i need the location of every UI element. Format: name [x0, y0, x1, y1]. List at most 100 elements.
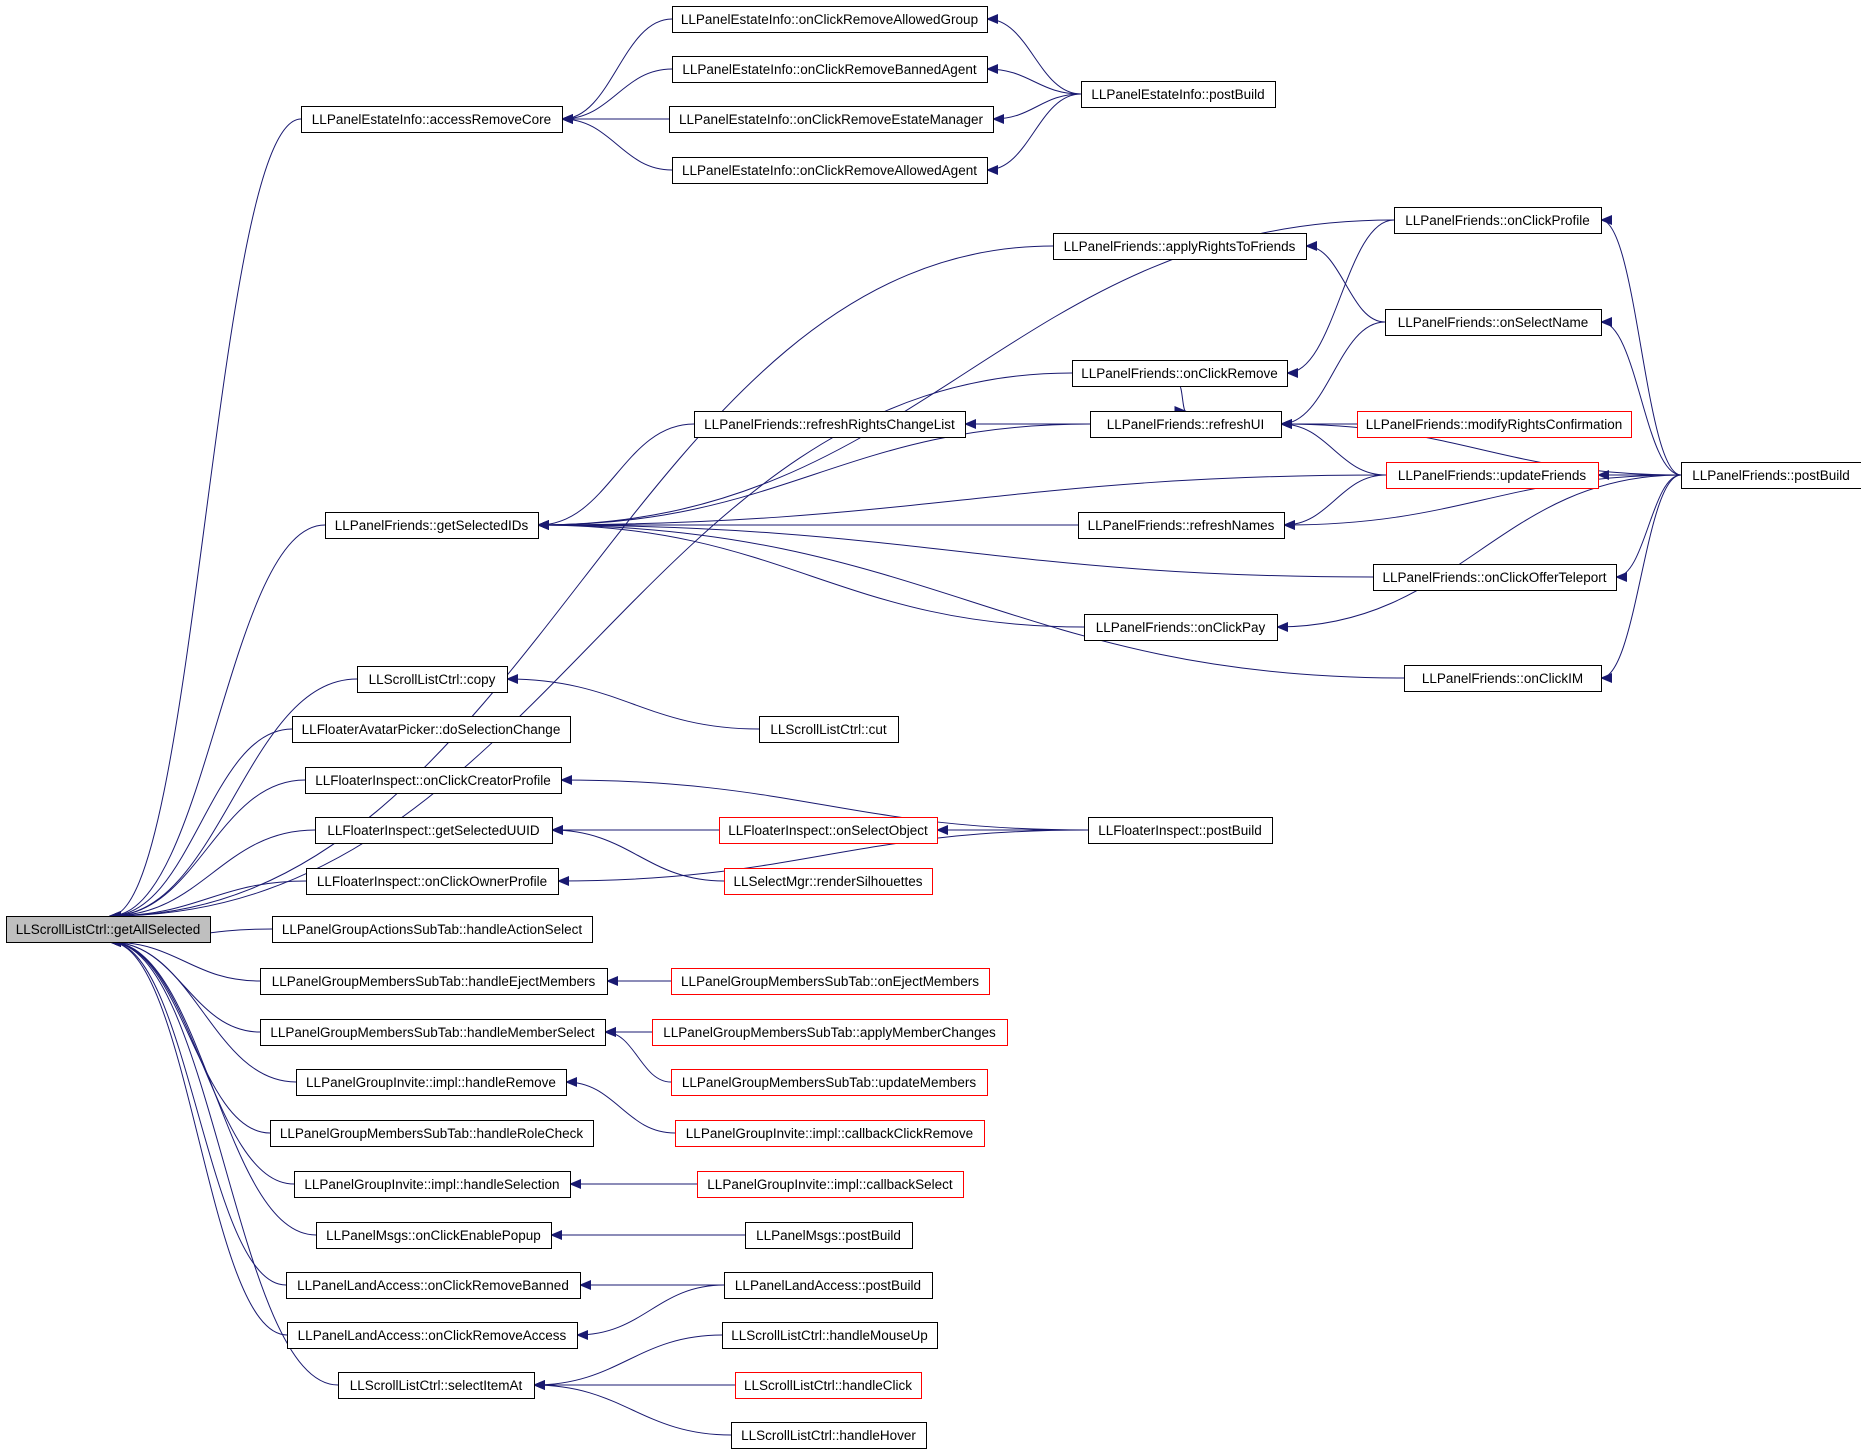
edge-n9-to-n12: [1280, 321, 1386, 429]
edge-n20-to-n16: [537, 520, 1405, 679]
node-llpanelfriends-updatefriends[interactable]: LLPanelFriends::updateFriends: [1386, 462, 1599, 489]
node-box: [1084, 614, 1278, 641]
node-label: LLPanelFriends::getSelectedIDs: [335, 518, 529, 533]
node-llpanelfriends-onclickim[interactable]: LLPanelFriends::onClickIM: [1404, 665, 1602, 692]
node-box: [325, 512, 539, 539]
node-llscrolllistctrl-handleclick[interactable]: LLScrollListCtrl::handleClick: [735, 1372, 922, 1399]
node-llpanelfriends-onselectname[interactable]: LLPanelFriends::onSelectName: [1385, 309, 1602, 336]
node-llscrolllistctrl-selectitemat[interactable]: LLScrollListCtrl::selectItemAt: [338, 1372, 535, 1399]
node-llpanelfriends-onclickofferteleport[interactable]: LLPanelFriends::onClickOfferTeleport: [1373, 564, 1617, 591]
node-llpanelfriends-refreshnames[interactable]: LLPanelFriends::refreshNames: [1078, 512, 1285, 539]
edge-n6-to-n3: [986, 64, 1082, 95]
edge-n19-to-n16: [537, 520, 1085, 628]
nodes-layer: LLScrollListCtrl::getAllSelected LLPanelE…: [6, 6, 1861, 1449]
node-llscrolllistctrl-copy[interactable]: LLScrollListCtrl::copy: [357, 666, 508, 693]
node-llscrolllistctrl-handlehover[interactable]: LLScrollListCtrl::handleHover: [731, 1422, 927, 1449]
node-label: LLPanelGroupMembersSubTab::handleEjectMe…: [272, 974, 596, 989]
node-llpanelfriends-refreshui[interactable]: LLPanelFriends::refreshUI: [1090, 411, 1282, 438]
node-label: LLPanelGroupInvite::impl::handleSelectio…: [304, 1177, 559, 1192]
node-llpanelfriends-getselectedids[interactable]: LLPanelFriends::getSelectedIDs: [325, 512, 539, 539]
node-llpanelfriends-applyrightstofriends[interactable]: LLPanelFriends::applyRightsToFriends: [1053, 233, 1307, 260]
edge-n15-to-n12: [1280, 419, 1682, 476]
node-label: LLPanelLandAccess::postBuild: [735, 1278, 921, 1293]
edge-n23-to-root: [109, 728, 293, 921]
node-llpanelgroupinvite-impl-handleselection[interactable]: LLPanelGroupInvite::impl::handleSelectio…: [294, 1171, 571, 1198]
node-llfloaterinspect-postbuild[interactable]: LLFloaterInspect::postBuild: [1088, 817, 1273, 844]
node-label: LLPanelFriends::onClickRemove: [1081, 366, 1278, 381]
edge-n47-to-root: [109, 937, 339, 1386]
node-llpanelgroupmemberssubtab-handleejectmembers[interactable]: LLPanelGroupMembersSubTab::handleEjectMe…: [260, 968, 608, 995]
node-llpanelgroupinvite-impl-handleremove[interactable]: LLPanelGroupInvite::impl::handleRemove: [296, 1069, 567, 1096]
edge-n25-to-root: [109, 829, 316, 921]
node-box: [1386, 462, 1599, 489]
node-label: LLPanelLandAccess::onClickRemoveBanned: [297, 1278, 569, 1293]
node-llpanelgroupinvite-impl-callbackclickremove[interactable]: LLPanelGroupInvite::impl::callbackClickR…: [675, 1120, 985, 1147]
node-llpanelestateinfo-onclickremoveallowedgroup[interactable]: LLPanelEstateInfo::onClickRemoveAllowedG…: [672, 6, 988, 33]
node-llfloaterinspect-onclickownerprofile[interactable]: LLFloaterInspect::onClickOwnerProfile: [306, 868, 559, 895]
node-label: LLFloaterInspect::onClickCreatorProfile: [315, 773, 551, 788]
node-llpanelfriends-onclickprofile[interactable]: LLPanelFriends::onClickProfile: [1394, 207, 1602, 234]
node-llpanelgroupinvite-impl-callbackselect[interactable]: LLPanelGroupInvite::impl::callbackSelect: [697, 1171, 964, 1198]
node-llscrolllistctrl-getallselected[interactable]: LLScrollListCtrl::getAllSelected: [6, 916, 211, 943]
edge-n6-to-n5: [986, 93, 1082, 175]
node-llpanelestateinfo-postbuild[interactable]: LLPanelEstateInfo::postBuild: [1081, 81, 1276, 108]
node-llpanelestateinfo-onclickremovebannedagent[interactable]: LLPanelEstateInfo::onClickRemoveBannedAg…: [672, 56, 988, 83]
node-box: [1090, 411, 1282, 438]
node-box: [338, 1372, 535, 1399]
node-llpanelestateinfo-accessremovecore[interactable]: LLPanelEstateInfo::accessRemoveCore: [301, 106, 563, 133]
node-llscrolllistctrl-cut[interactable]: LLScrollListCtrl::cut: [759, 716, 899, 743]
node-label: LLPanelGroupInvite::impl::callbackSelect: [707, 1177, 953, 1192]
node-box: [260, 1019, 606, 1046]
node-label: LLScrollListCtrl::getAllSelected: [16, 922, 201, 937]
node-llpanelfriends-refreshrightschangelist[interactable]: LLPanelFriends::refreshRightsChangeList: [694, 411, 966, 438]
edge-n16-to-root: [109, 524, 326, 921]
node-llfloaterinspect-onselectobject[interactable]: LLFloaterInspect::onSelectObject: [719, 817, 938, 844]
edge-n14-to-n17: [1283, 474, 1387, 530]
node-box: [672, 157, 988, 184]
edge-n29-to-root: [109, 880, 307, 921]
node-label: LLPanelFriends::postBuild: [1692, 468, 1850, 483]
edge-n36-to-n33: [604, 1027, 672, 1083]
node-llpanelestateinfo-onclickremoveestatemanager[interactable]: LLPanelEstateInfo::onClickRemoveEstateMa…: [669, 106, 994, 133]
edge-n6-to-n2: [986, 14, 1082, 95]
node-llpanellandaccess-onclickremovebanned[interactable]: LLPanelLandAccess::onClickRemoveBanned: [286, 1272, 581, 1299]
node-box: [722, 1322, 938, 1349]
node-label: LLPanelGroupActionsSubTab::handleActionS…: [282, 922, 582, 937]
node-llfloaterinspect-getselecteduuid[interactable]: LLFloaterInspect::getSelectedUUID: [315, 817, 553, 844]
node-box: [724, 1272, 933, 1299]
node-box: [1357, 411, 1632, 438]
edge-n18-to-n16: [537, 520, 1374, 578]
node-llpanelfriends-postbuild[interactable]: LLPanelFriends::postBuild: [1681, 462, 1861, 489]
node-llpanelgroupmemberssubtab-handlerolecheck[interactable]: LLPanelGroupMembersSubTab::handleRoleChe…: [270, 1120, 594, 1147]
edge-n3-to-n1: [561, 68, 673, 124]
node-llpanelfriends-onclickpay[interactable]: LLPanelFriends::onClickPay: [1084, 614, 1278, 641]
edge-n15-to-n20: [1600, 474, 1682, 683]
edge-n14-to-n16: [537, 474, 1387, 530]
node-llpanelgroupmemberssubtab-applymemberchanges[interactable]: LLPanelGroupMembersSubTab::applyMemberCh…: [652, 1019, 1008, 1046]
node-llfloaterinspect-onclickcreatorprofile[interactable]: LLFloaterInspect::onClickCreatorProfile: [305, 767, 562, 794]
node-llpanelestateinfo-onclickremoveallowedagent[interactable]: LLPanelEstateInfo::onClickRemoveAllowedA…: [672, 157, 988, 184]
node-llpanellandaccess-onclickremoveaccess[interactable]: LLPanelLandAccess::onClickRemoveAccess: [287, 1322, 578, 1349]
node-llpanellandaccess-postbuild[interactable]: LLPanelLandAccess::postBuild: [724, 1272, 933, 1299]
node-llpanelmsgs-onclickenablepopup[interactable]: LLPanelMsgs::onClickEnablePopup: [316, 1222, 552, 1249]
node-llpanelgroupmemberssubtab-handlememberselect[interactable]: LLPanelGroupMembersSubTab::handleMemberS…: [260, 1019, 606, 1046]
node-llfloateravatarpicker-doselectionchange[interactable]: LLFloaterAvatarPicker::doSelectionChange: [292, 716, 571, 743]
node-llpanelgroupmemberssubtab-onejectmembers[interactable]: LLPanelGroupMembersSubTab::onEjectMember…: [671, 968, 990, 995]
node-llpanelmsgs-postbuild[interactable]: LLPanelMsgs::postBuild: [745, 1222, 913, 1249]
node-llselectmgr-rendersilhouettes[interactable]: LLSelectMgr::renderSilhouettes: [724, 868, 933, 895]
node-llpanelgroupmemberssubtab-updatemembers[interactable]: LLPanelGroupMembersSubTab::updateMembers: [671, 1069, 988, 1096]
node-llpanelgroupactionssubtab-handleactionselect[interactable]: LLPanelGroupActionsSubTab::handleActionS…: [272, 916, 593, 943]
edge-n49-to-n47: [533, 1380, 732, 1436]
edge-n10-to-root: [109, 372, 1073, 921]
edge-n24-to-root: [109, 779, 306, 921]
node-llpanelfriends-modifyrightsconfirmation[interactable]: LLPanelFriends::modifyRightsConfirmation: [1357, 411, 1632, 438]
node-label: LLPanelGroupMembersSubTab::onEjectMember…: [681, 974, 979, 989]
node-label: LLScrollListCtrl::cut: [770, 722, 887, 737]
edge-n35-to-root: [109, 937, 297, 1083]
node-llpanelfriends-onclickremove[interactable]: LLPanelFriends::onClickRemove: [1072, 360, 1288, 387]
node-label: LLPanelMsgs::onClickEnablePopup: [326, 1228, 541, 1243]
node-llscrolllistctrl-handlemouseup[interactable]: LLScrollListCtrl::handleMouseUp: [722, 1322, 938, 1349]
node-label: LLPanelFriends::modifyRightsConfirmation: [1366, 417, 1623, 432]
node-label: LLPanelFriends::onSelectName: [1398, 315, 1589, 330]
